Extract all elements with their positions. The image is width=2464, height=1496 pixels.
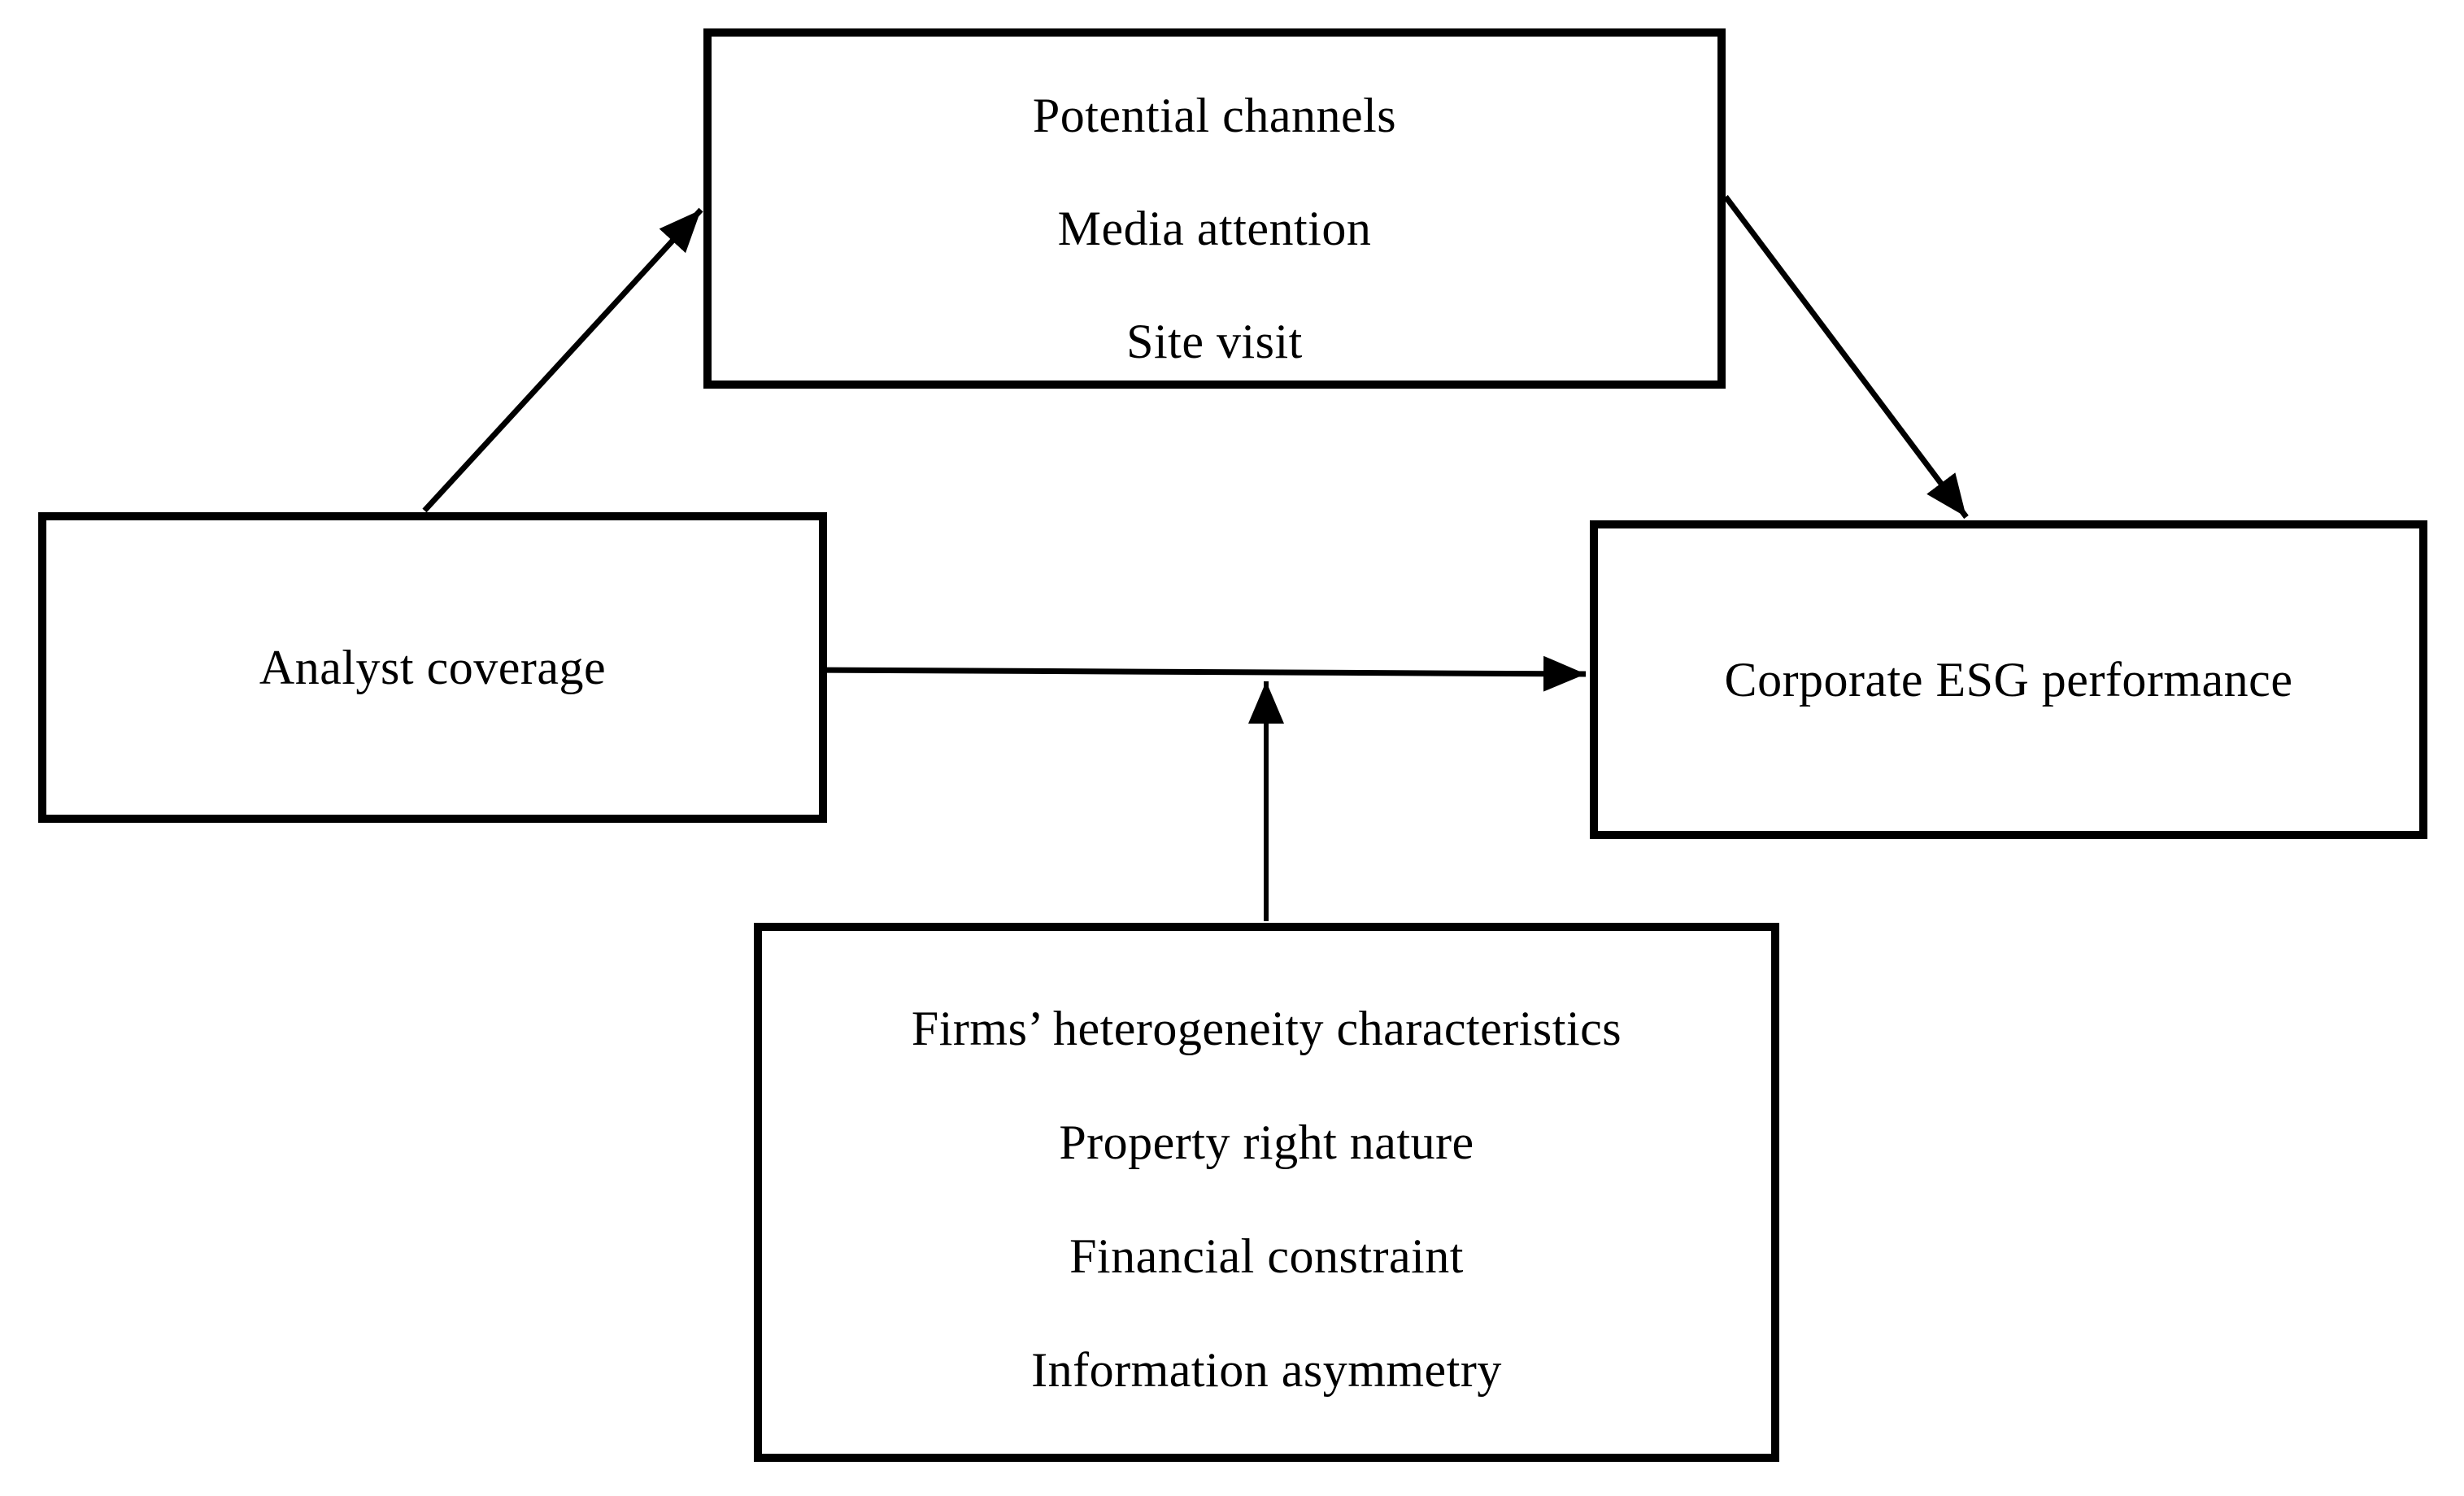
- node-line: Potential channels: [1032, 89, 1397, 142]
- node-analyst-coverage: Analyst coverage: [38, 512, 827, 823]
- node-label: Analyst coverage: [259, 640, 607, 694]
- arrow-analyst-to-esg: [815, 655, 1587, 692]
- node-line: Site visit: [1126, 315, 1303, 368]
- node-line: Firms’ heterogeneity characteristics: [911, 1002, 1622, 1055]
- node-line: Financial constraint: [1069, 1229, 1464, 1283]
- node-line: Media attention: [1057, 202, 1372, 255]
- node-corporate-esg-performance: Corporate ESG performance: [1590, 520, 2427, 839]
- node-potential-channels: Potential channels Media attention Site …: [703, 28, 1726, 389]
- node-line: Information asymmetry: [1031, 1343, 1502, 1397]
- arrow-channels-to-esg: [1723, 194, 1969, 520]
- node-label: Corporate ESG performance: [1724, 652, 2293, 707]
- node-line: Property right nature: [1059, 1115, 1474, 1169]
- arrow-analyst-to-channels: [422, 207, 703, 513]
- node-firms-heterogeneity: Firms’ heterogeneity characteristics Pro…: [754, 923, 1779, 1462]
